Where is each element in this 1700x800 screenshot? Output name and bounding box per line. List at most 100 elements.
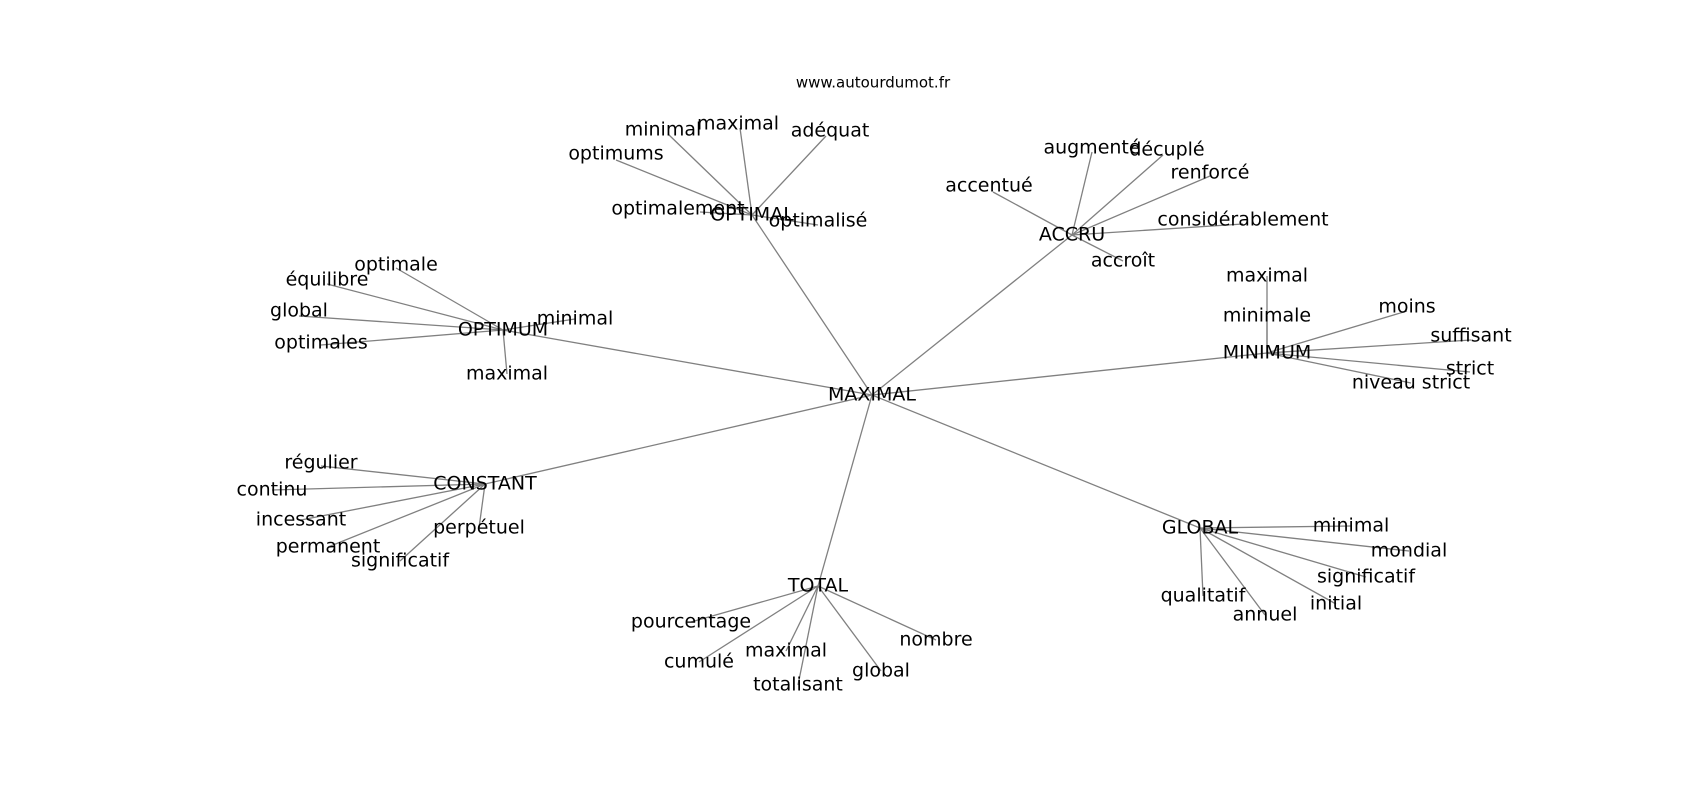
related-word[interactable]: considérablement — [1157, 209, 1328, 231]
related-word[interactable]: optimale — [354, 254, 438, 276]
edge-6-5 — [817, 585, 937, 641]
related-word[interactable]: accroît — [1091, 250, 1155, 272]
edge-4-2 — [300, 483, 486, 521]
related-word[interactable]: augmenté — [1043, 137, 1140, 159]
edge-5-5 — [1199, 527, 1204, 597]
related-word[interactable]: permanent — [276, 536, 381, 558]
related-word[interactable]: annuel — [1233, 604, 1298, 626]
related-word[interactable]: strict — [1446, 358, 1494, 380]
related-word[interactable]: cumulé — [664, 651, 734, 673]
related-word[interactable]: minimal — [1313, 515, 1390, 537]
edge-1-1 — [1071, 151, 1093, 236]
edge-2-1 — [326, 283, 504, 331]
edge-5-2 — [1199, 527, 1367, 578]
related-word[interactable]: maximal — [697, 113, 779, 135]
related-word[interactable]: accentué — [945, 175, 1032, 197]
related-word[interactable]: maximal — [466, 363, 548, 385]
edge-center-to-3 — [871, 352, 1268, 396]
related-word[interactable]: équilibre — [286, 269, 369, 291]
related-word[interactable]: régulier — [284, 452, 357, 474]
edge-5-4 — [1199, 527, 1266, 616]
edge-2-3 — [320, 329, 504, 346]
edge-3-3 — [1266, 339, 1472, 354]
edge-1-2 — [1071, 154, 1164, 236]
graph-edges — [271, 127, 1472, 686]
related-word[interactable]: minimal — [625, 119, 702, 141]
edge-1-4 — [1071, 223, 1244, 236]
edge-center-to-1 — [871, 234, 1073, 396]
edge-center-to-2 — [502, 329, 873, 396]
edge-center-to-5 — [871, 394, 1201, 529]
related-word[interactable]: renforcé — [1171, 162, 1250, 184]
edge-5-1 — [1199, 527, 1410, 552]
related-word[interactable]: global — [270, 300, 328, 322]
edge-2-5 — [502, 329, 508, 375]
edge-6-3 — [797, 585, 819, 686]
edge-4-0 — [320, 465, 486, 485]
hub-word[interactable]: OPTIMUM — [458, 319, 548, 341]
edge-1-5 — [1071, 234, 1124, 262]
edge-center-to-0 — [751, 214, 873, 396]
edge-5-0 — [1199, 525, 1352, 529]
edge-0-0 — [667, 133, 753, 216]
related-word[interactable]: initial — [1310, 593, 1362, 615]
edge-6-0 — [690, 585, 819, 623]
related-word[interactable]: totalisant — [753, 674, 843, 696]
edge-2-4 — [502, 318, 576, 331]
related-word[interactable]: moins — [1378, 296, 1435, 318]
hub-word[interactable]: MINIMUM — [1223, 342, 1312, 364]
related-word[interactable]: adéquat — [791, 120, 870, 142]
related-word[interactable]: significatif — [351, 550, 450, 572]
related-word[interactable]: mondial — [1371, 540, 1447, 562]
edge-1-3 — [1071, 175, 1211, 236]
source-label: www.autourdumot.fr — [796, 74, 951, 92]
related-word[interactable]: décuplé — [1129, 139, 1204, 161]
edge-6-4 — [817, 585, 882, 672]
hub-word[interactable]: GLOBAL — [1162, 517, 1239, 539]
related-word[interactable]: minimale — [1223, 305, 1311, 327]
edge-3-4 — [1266, 352, 1471, 373]
related-word[interactable]: significatif — [1317, 566, 1416, 588]
related-word[interactable]: perpétuel — [433, 517, 525, 539]
edge-2-0 — [395, 267, 504, 331]
edge-4-5 — [478, 483, 486, 529]
edge-0-2 — [751, 135, 827, 216]
related-word[interactable]: optimalisé — [769, 210, 868, 232]
center-word[interactable]: MAXIMAL — [828, 384, 916, 406]
related-word[interactable]: maximal — [745, 640, 827, 662]
related-word[interactable]: niveau strict — [1352, 372, 1470, 394]
edge-6-1 — [698, 585, 819, 663]
related-word[interactable]: qualitatif — [1161, 585, 1247, 607]
hub-word[interactable]: ACCRU — [1039, 224, 1105, 246]
related-word[interactable]: optimales — [274, 332, 367, 354]
edge-1-0 — [992, 191, 1073, 236]
hub-word[interactable]: OPTIMAL — [710, 204, 794, 226]
related-word[interactable]: minimal — [537, 308, 614, 330]
edge-center-to-6 — [817, 394, 873, 587]
hub-word[interactable]: CONSTANT — [433, 473, 537, 495]
related-word[interactable]: continu — [237, 479, 308, 501]
related-word[interactable]: global — [852, 660, 910, 682]
edge-0-4 — [699, 211, 753, 216]
related-word[interactable]: incessant — [256, 509, 346, 531]
edge-0-5 — [751, 214, 819, 226]
related-word[interactable]: suffisant — [1430, 325, 1511, 347]
edge-2-2 — [298, 315, 504, 331]
related-word[interactable]: optimums — [568, 143, 663, 165]
edge-4-3 — [327, 483, 486, 548]
edge-4-1 — [271, 483, 486, 491]
edge-3-2 — [1266, 310, 1408, 354]
edge-6-2 — [785, 585, 819, 652]
edge-center-to-4 — [484, 394, 873, 485]
edge-0-3 — [615, 159, 753, 216]
edge-3-5 — [1266, 352, 1412, 384]
edge-0-1 — [739, 127, 753, 216]
related-word[interactable]: nombre — [899, 629, 972, 651]
related-word[interactable]: maximal — [1226, 265, 1308, 287]
related-word[interactable]: optimalement — [611, 198, 744, 220]
edge-5-3 — [1199, 527, 1337, 605]
hub-word[interactable]: TOTAL — [787, 575, 849, 597]
related-word[interactable]: pourcentage — [631, 611, 751, 633]
